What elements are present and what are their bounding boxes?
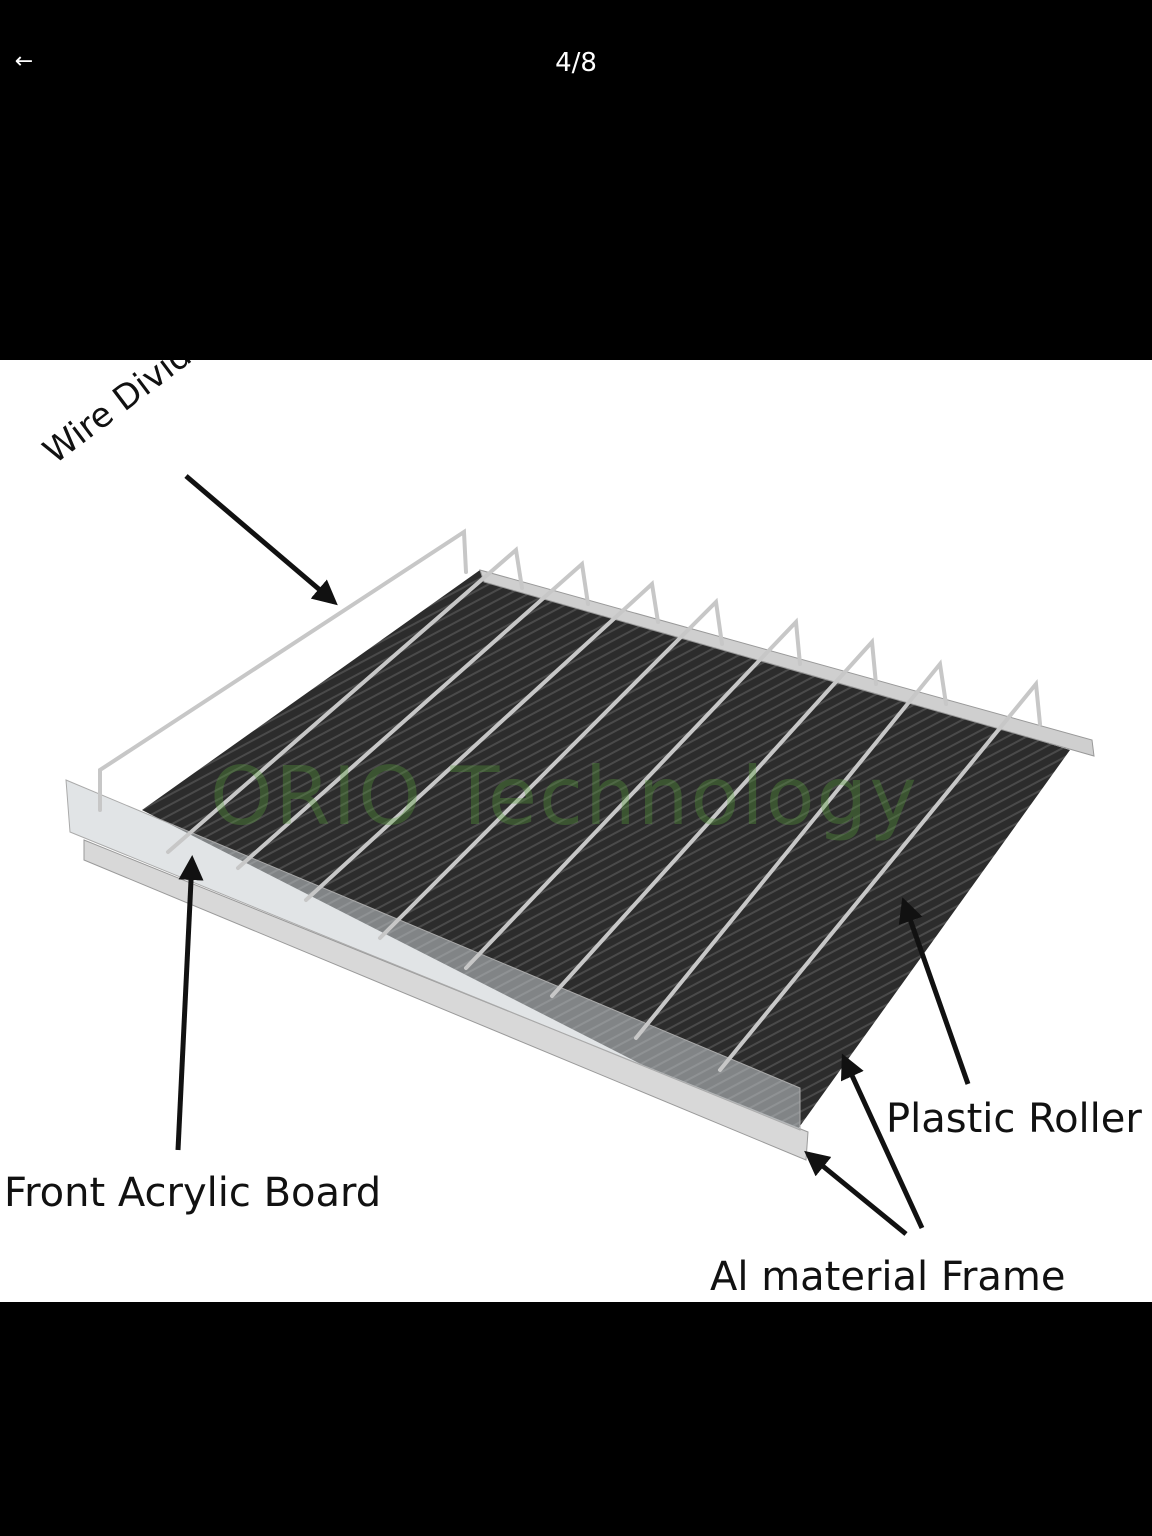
product-image: ORIO Technology Wire Divider Front Acryl… [0,360,1152,1302]
plastic-roller-bed [142,570,1070,1140]
wire-divider-arrow [184,474,338,606]
plastic-roller-arrow [898,897,971,1085]
wire-dividers [98,528,1042,1072]
label-plastic-roller: Plastic Roller [886,1096,1142,1142]
front-board-arrow [175,855,204,1151]
image-counter: 4/8 [555,48,597,78]
label-al-material-frame: Al material Frame [710,1254,1066,1300]
shelf-illustration [65,474,1095,1236]
frame-arrow-1 [840,1053,925,1230]
arrow-left-icon: ← [14,49,34,74]
label-front-acrylic-board: Front Acrylic Board [4,1170,382,1216]
watermark: ORIO Technology [210,750,919,843]
viewer-top-bar: ← 4/8 [0,0,1152,130]
back-button[interactable]: ← [6,44,42,80]
frame-arrow-2 [804,1150,908,1236]
front-acrylic-board [65,779,801,1131]
